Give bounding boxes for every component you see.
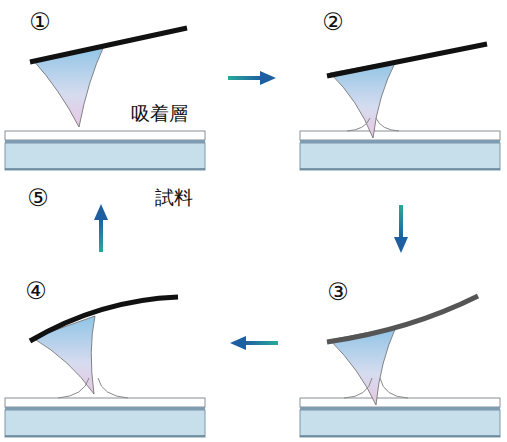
callout-number: ① [29, 9, 51, 35]
sample-substrate [300, 131, 500, 170]
sample-label: 試料 [155, 187, 193, 208]
callout-number: ③ [327, 279, 349, 305]
probe [30, 297, 178, 398]
probe [30, 28, 187, 127]
callout-number: ⑤ [27, 185, 49, 211]
sample-substrate [300, 398, 500, 437]
sample-substrate [5, 398, 205, 437]
cycle-arrow [228, 71, 276, 85]
layer-label: 吸着層 [131, 103, 188, 124]
callout-number: ② [322, 9, 344, 35]
callout-number: ④ [25, 278, 47, 304]
probe [327, 44, 487, 138]
sample-substrate [5, 131, 205, 170]
probe [327, 296, 478, 405]
cycle-arrow [230, 336, 278, 350]
cycle-arrow [94, 204, 108, 252]
cycle-arrow [394, 205, 408, 253]
